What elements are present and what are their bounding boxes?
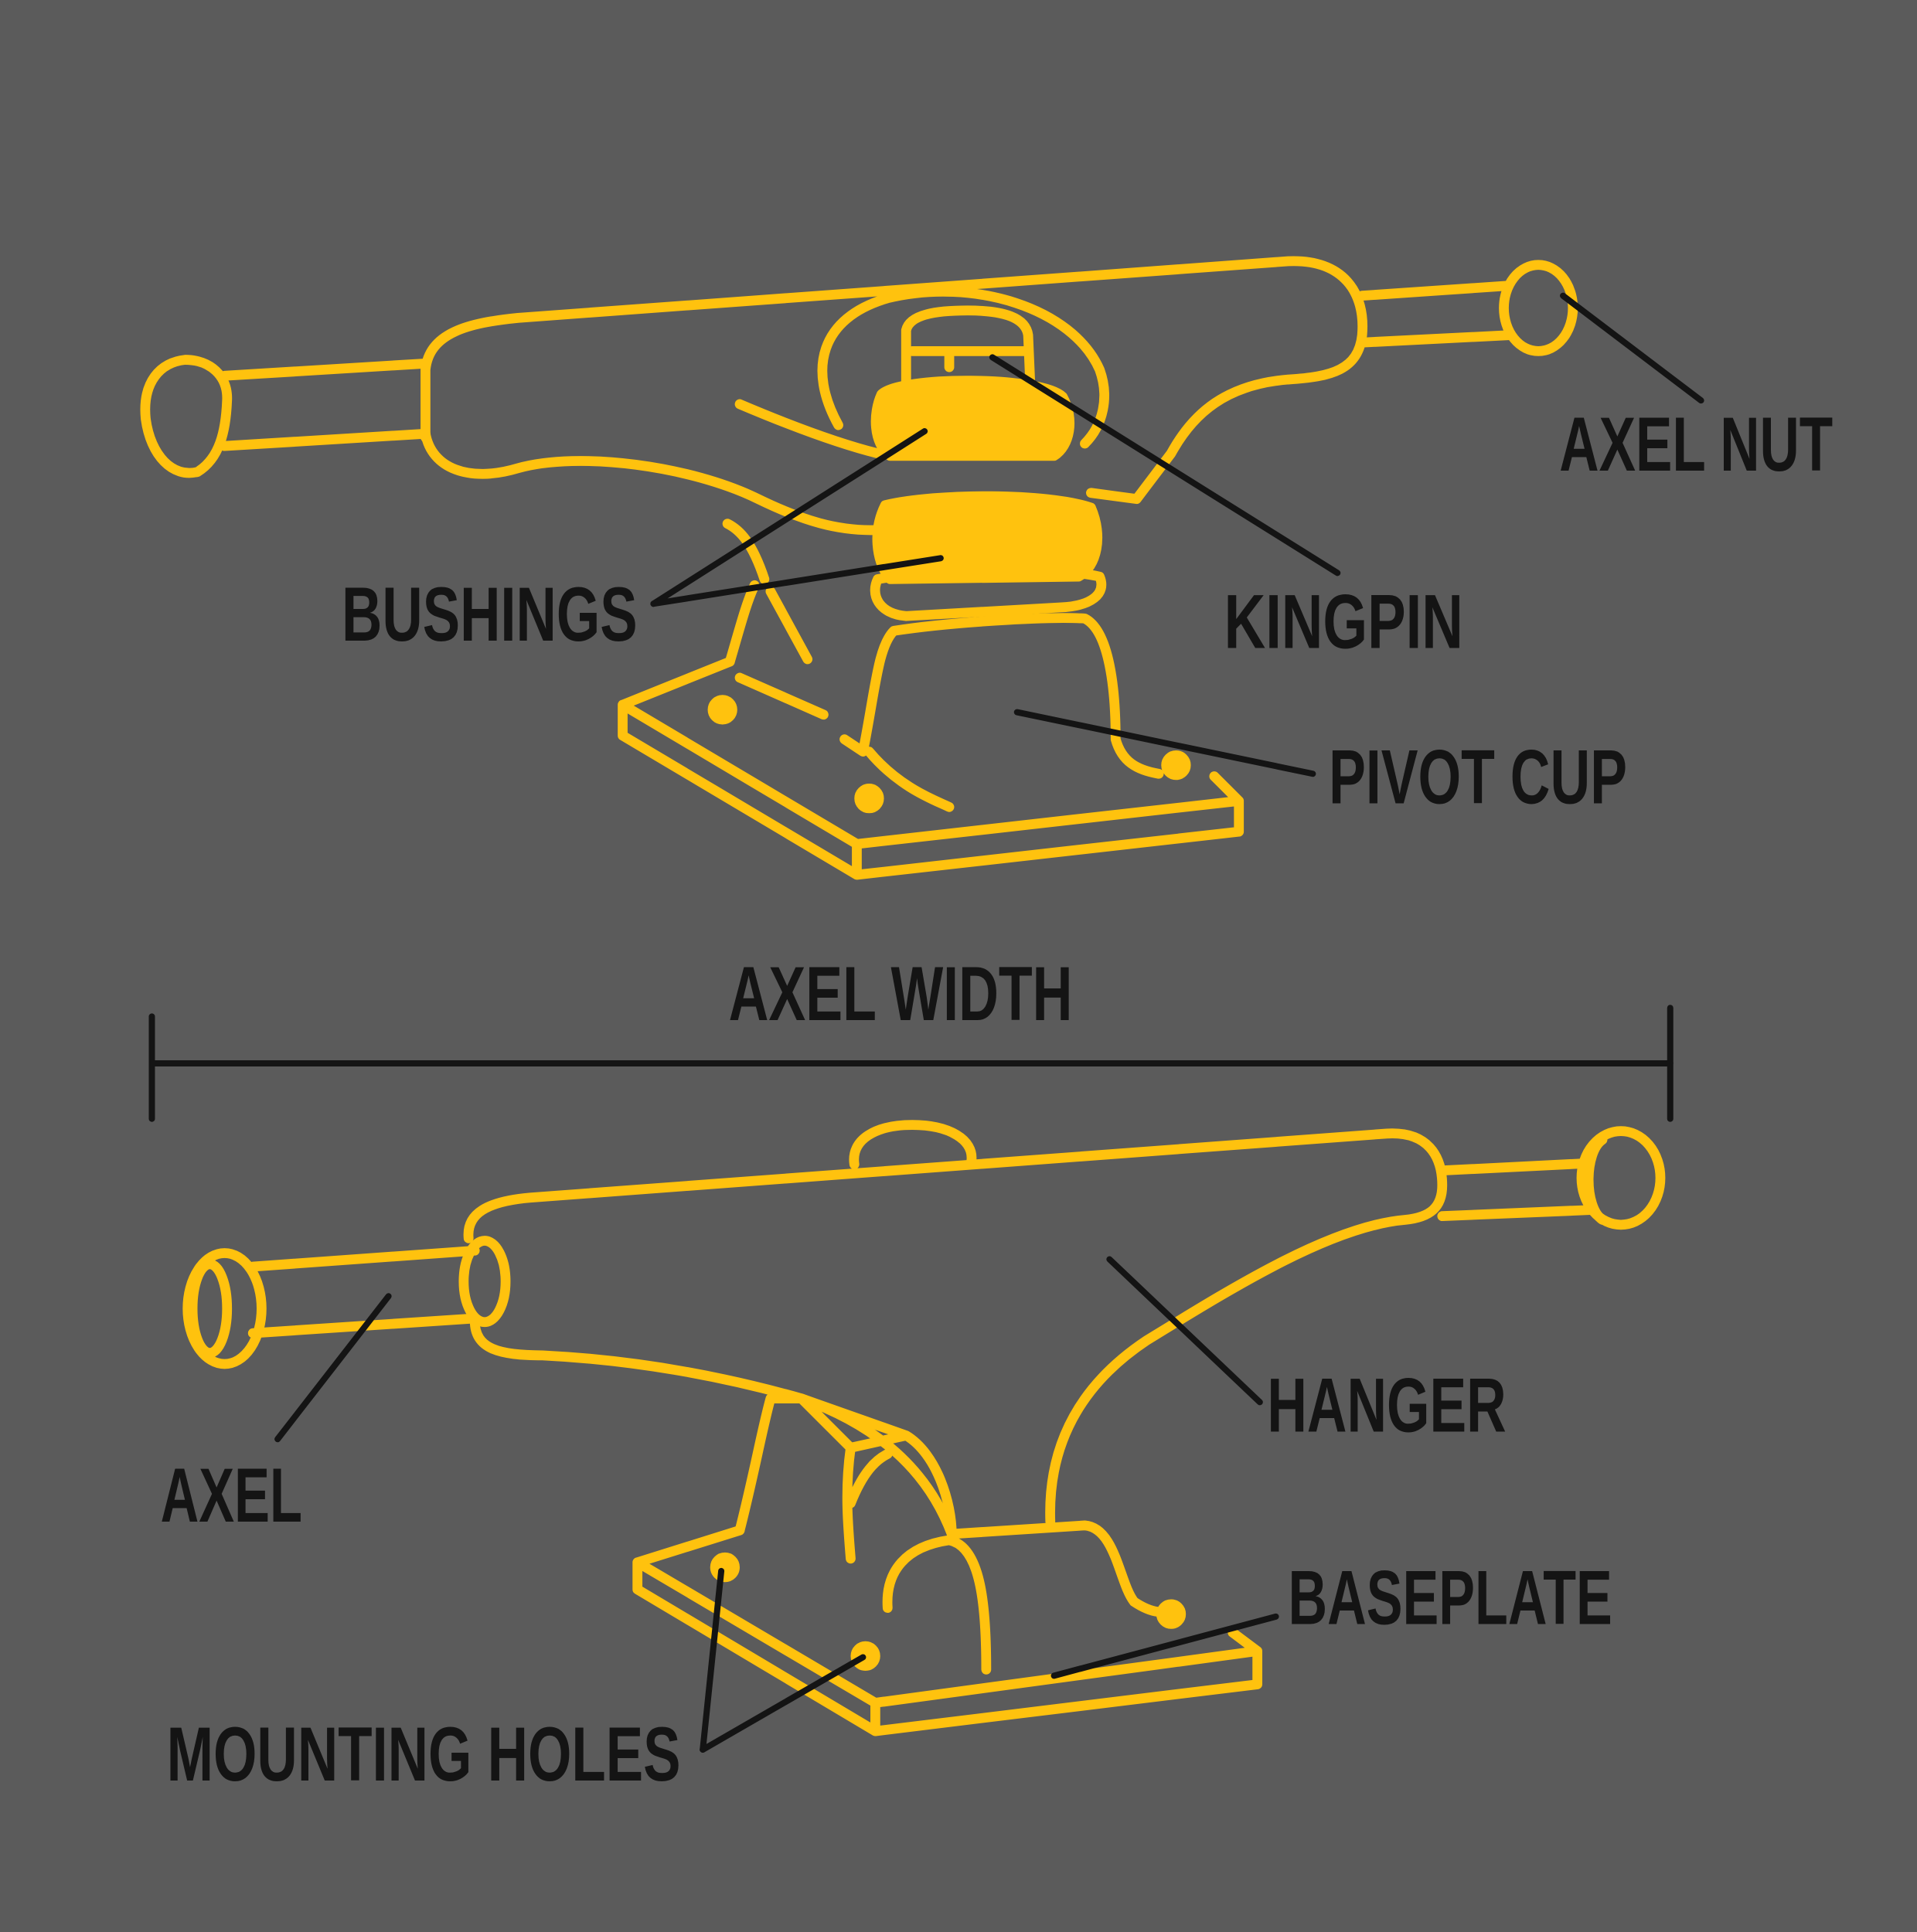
hanger-top xyxy=(463,1128,1448,1527)
right-axle xyxy=(1357,281,1515,348)
pivot-cup-housing xyxy=(724,580,1164,779)
mounting-hole xyxy=(707,695,737,725)
label-axel-nut: AXEL NUT xyxy=(1559,402,1833,487)
left-axle xyxy=(220,358,431,451)
right-axle-nut xyxy=(1499,260,1578,356)
pivot-ring xyxy=(817,286,1109,449)
label-kingpin: KINGPIN xyxy=(1224,580,1463,665)
label-axel-width: AXEL WIDTH xyxy=(729,951,1073,1036)
bottom-labels: AXEL HANGER BASEPLATE MOUNTING HOLES xyxy=(161,1256,1612,1797)
hanger-bottom xyxy=(469,1315,957,1539)
left-axle-nut xyxy=(140,355,233,478)
right-axle xyxy=(1437,1158,1595,1222)
kingpin-bump xyxy=(849,1120,977,1170)
label-bushings: BUSHINGS xyxy=(342,572,638,657)
hanger-lower-arm xyxy=(722,399,883,665)
axle-collar xyxy=(458,1236,511,1328)
hanger-bottom xyxy=(421,428,887,536)
label-axel: AXEL xyxy=(161,1453,302,1538)
label-baseplate: BASEPLATE xyxy=(1288,1555,1612,1640)
label-pivot-cup: PIVOT CUP xyxy=(1329,735,1627,820)
bottom-truck xyxy=(182,1120,1666,1736)
label-mounting-holes: MOUNTING HOLES xyxy=(167,1712,681,1797)
baseplate xyxy=(618,656,1245,880)
right-axle-nut-inner xyxy=(1583,1134,1608,1225)
hanger-top xyxy=(421,256,1368,505)
left-axle-nut-inner xyxy=(187,1259,233,1359)
mounting-hole xyxy=(854,784,884,814)
mounting-hole xyxy=(1161,750,1191,781)
right-axle-nut xyxy=(1576,1126,1666,1230)
axel-width-dimension: AXEL WIDTH xyxy=(148,951,1674,1122)
mounting-hole xyxy=(1156,1599,1187,1629)
washer xyxy=(870,565,1107,621)
top-truck xyxy=(140,256,1578,880)
upper-bushing xyxy=(870,376,1075,461)
baseplate-web xyxy=(734,672,955,812)
top-labels: AXEL NUT BUSHINGS KINGPIN PIVOT CUP xyxy=(342,292,1833,820)
kingpin-top xyxy=(901,305,1036,397)
label-hanger: HANGER xyxy=(1267,1363,1506,1448)
baseplate xyxy=(632,1525,1263,1736)
bridge-rib xyxy=(842,1443,893,1564)
